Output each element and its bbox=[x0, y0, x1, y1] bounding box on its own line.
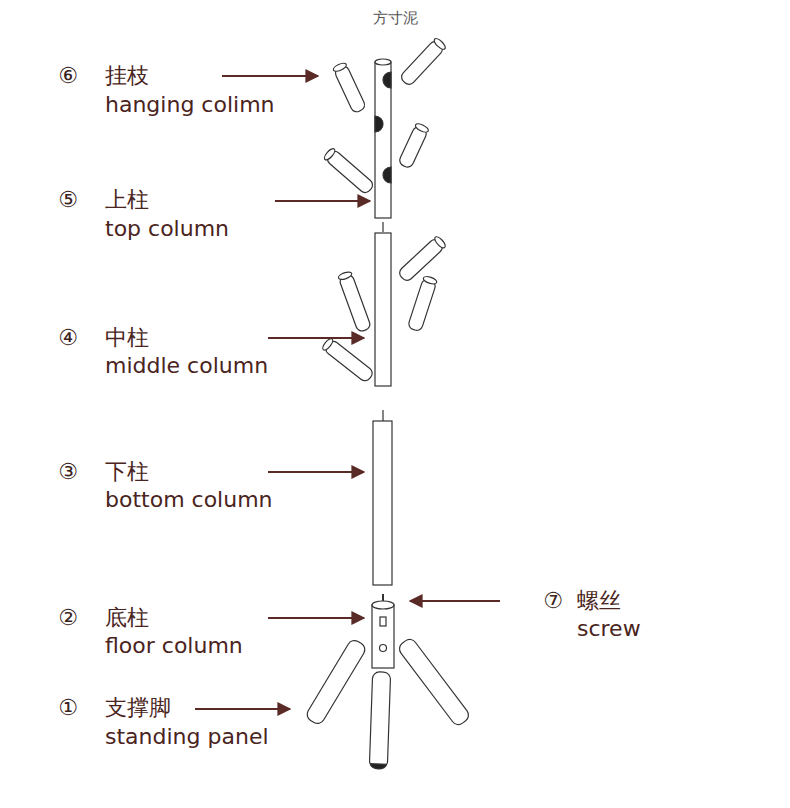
leader-arrow bbox=[268, 337, 364, 339]
watermark: 方寸泥 bbox=[373, 9, 418, 27]
top-cap bbox=[375, 59, 391, 65]
branch-hole bbox=[383, 167, 391, 183]
hanging-branch bbox=[337, 271, 371, 333]
hanging-branch bbox=[398, 122, 430, 169]
part-name-zh: 中柱 bbox=[105, 325, 149, 351]
callout-number: ⑤ bbox=[58, 187, 78, 213]
callout-number: ⑥ bbox=[58, 63, 78, 89]
part-name-en: middle column bbox=[105, 353, 268, 379]
pin bbox=[382, 410, 383, 421]
leader-arrow bbox=[410, 600, 500, 602]
middle-column bbox=[375, 233, 391, 386]
standing-leg bbox=[397, 637, 472, 728]
standing-leg bbox=[369, 672, 390, 770]
hanging-branch bbox=[332, 62, 366, 114]
hanging-branch bbox=[321, 337, 375, 383]
part-name-zh: 螺丝 bbox=[577, 588, 621, 614]
callout-number: ⑦ bbox=[543, 588, 563, 614]
hanging-branch bbox=[397, 235, 447, 283]
floor-column bbox=[372, 605, 394, 668]
callout-number: ④ bbox=[58, 325, 78, 351]
part-name-en: floor column bbox=[105, 633, 243, 659]
part-name-en: screw bbox=[577, 616, 641, 642]
leader-arrow bbox=[268, 617, 364, 619]
screw-hole bbox=[380, 645, 387, 652]
part-name-zh: 支撑脚 bbox=[105, 695, 171, 721]
part-name-zh: 上柱 bbox=[105, 187, 149, 213]
callout-number: ③ bbox=[58, 459, 78, 485]
part-name-zh: 挂枝 bbox=[105, 63, 149, 89]
screw-hole bbox=[380, 617, 386, 626]
part-name-en: hanging colimn bbox=[105, 92, 275, 118]
callout-number: ② bbox=[58, 605, 78, 631]
branch-hole bbox=[375, 116, 383, 132]
bottom-column bbox=[373, 421, 392, 585]
top-column bbox=[375, 62, 391, 218]
pin bbox=[382, 222, 383, 232]
hanging-branch bbox=[399, 37, 447, 87]
part-name-zh: 底柱 bbox=[105, 605, 149, 631]
floor-cap bbox=[372, 601, 394, 609]
leader-arrow bbox=[195, 708, 290, 710]
part-name-en: top column bbox=[105, 216, 229, 242]
hanging-branch bbox=[407, 275, 437, 332]
leader-arrow bbox=[268, 471, 364, 473]
standing-leg bbox=[305, 638, 368, 726]
leader-arrow bbox=[222, 75, 318, 77]
leader-arrow bbox=[275, 200, 370, 202]
branch-hole bbox=[383, 72, 391, 88]
part-name-zh: 下柱 bbox=[105, 459, 149, 485]
callout-number: ① bbox=[58, 695, 78, 721]
part-name-en: standing panel bbox=[105, 724, 269, 750]
hanging-branch bbox=[323, 147, 375, 195]
part-name-en: bottom column bbox=[105, 487, 273, 513]
